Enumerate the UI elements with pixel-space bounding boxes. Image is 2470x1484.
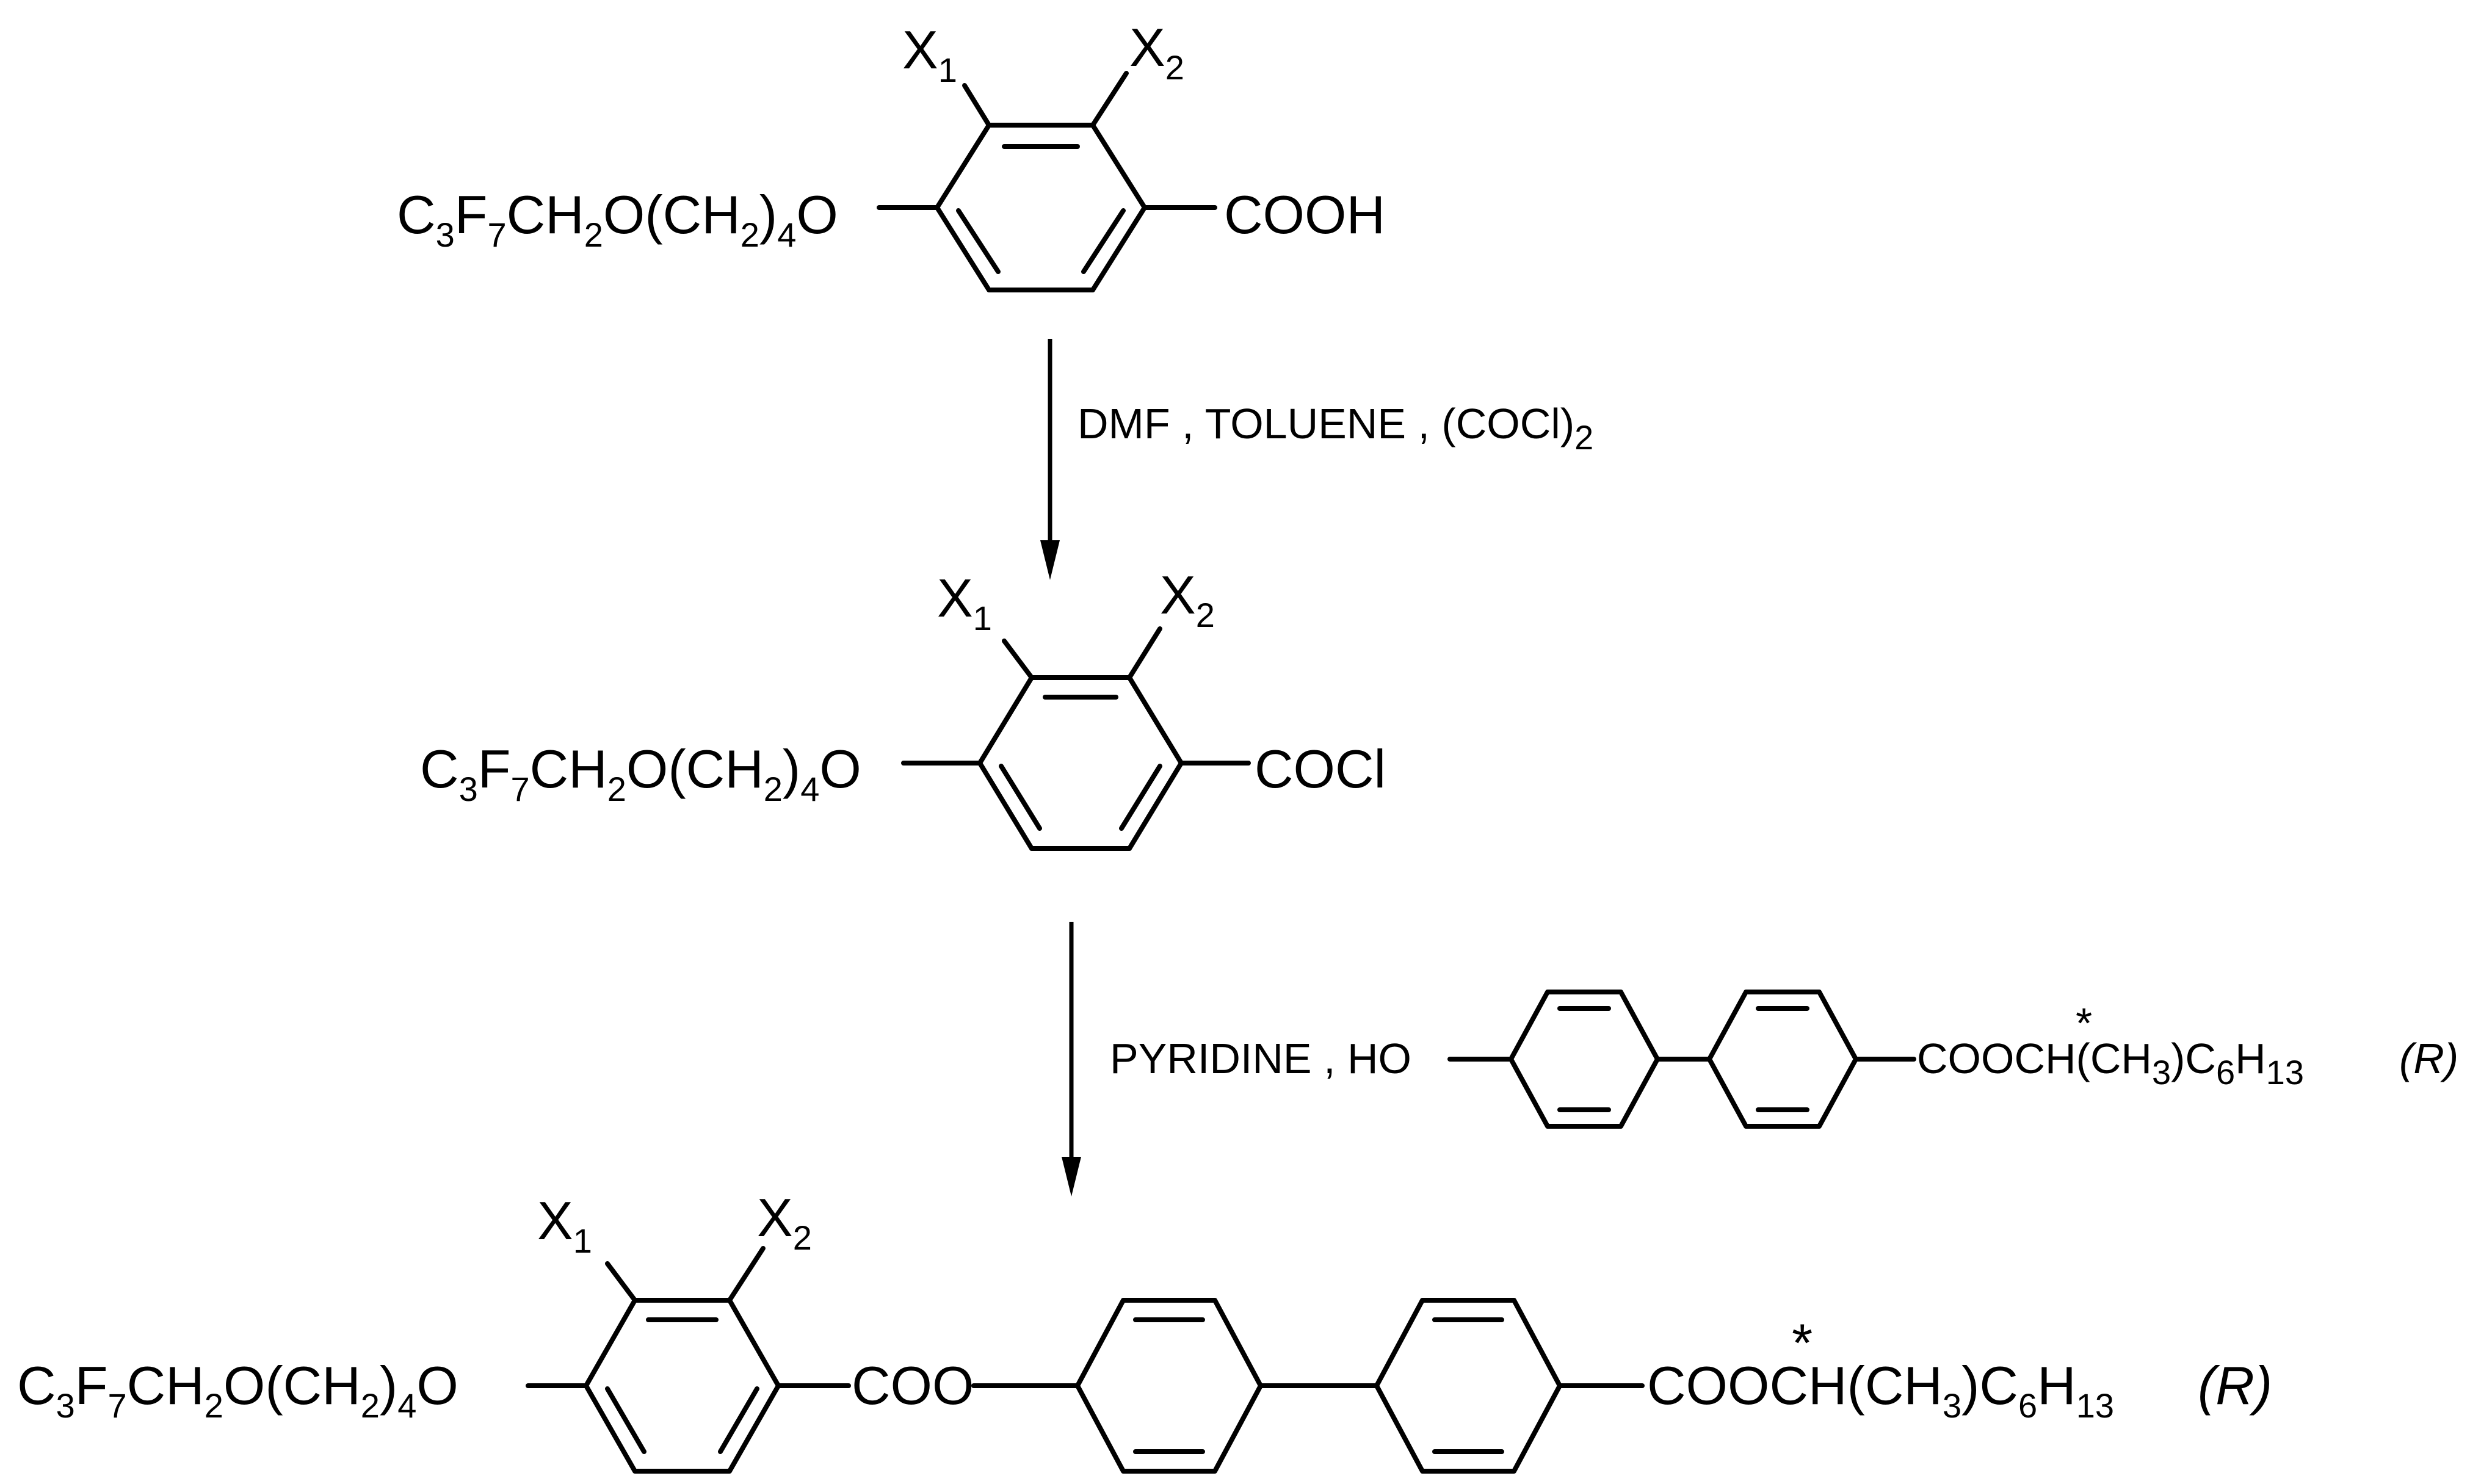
ester-label: COO [852,1355,974,1416]
reagent-configuration: (R) [2399,1035,2458,1082]
carboxylic-acid-label: COOH [1224,184,1385,245]
chiral-tail-label: COOCH(CH3)C6H13 [1647,1355,2114,1425]
stereocenter-star: * [1792,1312,1813,1373]
configuration-label: (R) [2198,1355,2272,1416]
bond-x2 [1127,626,1162,680]
compound-1-acid: X1 X2 C3F7CH2O(CH2)4O COOH [397,17,1385,292]
fluoroalkyl-chain-label: C3F7CH2O(CH2)4O [420,739,861,808]
acid-chloride-label: COCl [1255,739,1386,799]
reagent-chiral-tail: COOCH(CH3)C6H13 [1917,1035,2304,1091]
step1-conditions: DMF , TOLUENE , (COCl)2 [1077,400,1593,457]
reaction-arrow-2 [1062,922,1081,1196]
x1-label: X1 [937,568,992,637]
x1-label: X1 [537,1190,592,1260]
product-ring-1 [584,1298,781,1474]
step2-reagents: PYRIDINE , HO [1110,1035,1411,1082]
fluoroalkyl-chain-label: C3F7CH2O(CH2)4O [17,1355,458,1425]
product-ring-3 [1374,1298,1562,1474]
bond-x2 [1090,71,1129,128]
x2-label: X2 [757,1187,812,1257]
bond-x1 [605,1261,637,1303]
bond-x1 [1002,639,1034,680]
reaction-arrow-1 [1040,339,1060,580]
reagent-biphenyl [1508,990,1916,1129]
x2-label: X2 [1129,17,1184,87]
compound-2-acid-chloride: X1 X2 C3F7CH2O(CH2)4O COCl [420,565,1386,851]
reagent-ring-b [1707,990,1858,1129]
benzene-ring-1 [935,123,1147,292]
product-ring-2 [1075,1298,1263,1474]
reagent-stereocenter-star: * [2076,999,2092,1047]
x1-label: X1 [902,20,957,89]
bond-x1 [962,83,991,128]
product: X1 X2 C3F7CH2O(CH2)4O COO COOCH(CH3)C6H1… [17,1187,2272,1474]
fluoroalkyl-chain-label: C3F7CH2O(CH2)4O [397,184,838,254]
x2-label: X2 [1160,565,1215,634]
benzene-ring-2 [977,675,1184,851]
reagent-ring-a [1508,990,1660,1129]
bond-x2 [727,1246,766,1303]
